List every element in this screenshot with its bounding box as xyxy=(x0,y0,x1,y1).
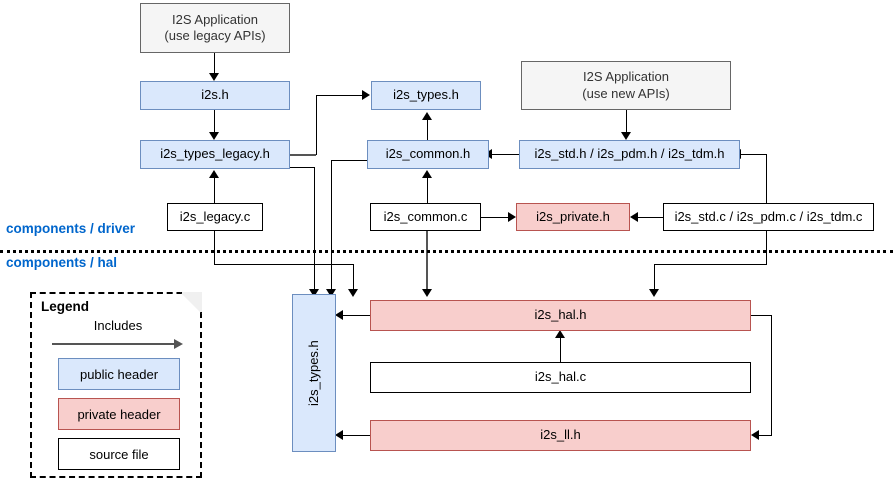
legend-private-header-swatch: private header xyxy=(58,398,180,430)
arrowhead-halh-haltypes xyxy=(335,310,343,320)
node-i2s-common-c[interactable]: i2s_common.c xyxy=(370,203,481,231)
edge-commonh-left-stub xyxy=(331,160,367,161)
node-i2s-std-pdm-tdm-h[interactable]: i2s_std.h / i2s_pdm.h / i2s_tdm.h xyxy=(519,140,740,169)
node-i2s-h[interactable]: i2s.h xyxy=(140,81,290,110)
edge-typeslegacy-downriser xyxy=(314,167,315,293)
legend-fold-corner-icon xyxy=(180,292,202,314)
edge-llh-haltypes xyxy=(342,435,371,436)
edge-commonc-commonh xyxy=(427,175,428,203)
arrowhead-typeslegacy-types xyxy=(362,90,370,100)
node-i2s-std-pdm-tdm-c[interactable]: i2s_std.c / i2s_pdm.c / i2s_tdm.c xyxy=(663,203,874,231)
zone-divider xyxy=(0,250,893,253)
arrowhead-i2sh-typeslegacy xyxy=(209,132,219,140)
arrowhead-common-types xyxy=(422,112,432,120)
arrowhead-commonh-haltypes xyxy=(326,289,336,297)
edge-stdc-private xyxy=(636,217,664,218)
edge-common-types xyxy=(427,117,428,143)
edge-stdh-commonh xyxy=(489,154,519,155)
arrowhead-typeslegacy-haltypes xyxy=(309,289,319,297)
legend-title: Legend xyxy=(41,299,90,314)
legend-includes-arrow-icon xyxy=(52,343,176,345)
edge-llh-right-stub xyxy=(758,435,772,436)
edge-legacyc-right xyxy=(214,264,353,265)
node-app-legacy[interactable]: I2S Application (use legacy APIs) xyxy=(140,3,290,53)
edge-commonc-to-hal xyxy=(426,231,428,293)
node-i2s-legacy-c[interactable]: i2s_legacy.c xyxy=(167,203,263,231)
edge-i2sh-typeslegacy xyxy=(214,110,215,135)
edge-legacyc-down xyxy=(214,231,215,264)
node-i2s-ll-h[interactable]: i2s_ll.h xyxy=(370,420,751,451)
node-app-new[interactable]: I2S Application (use new APIs) xyxy=(521,61,731,110)
arrowhead-llh-haltypes xyxy=(335,430,343,440)
edge-typeslegacy-lower-stub xyxy=(290,167,314,168)
edge-stdc-riser xyxy=(766,154,767,203)
legend: Legend Includes public header private he… xyxy=(30,292,202,478)
arrowhead-commonc-commonh xyxy=(422,170,432,178)
node-i2s-types-h[interactable]: i2s_types.h xyxy=(371,81,481,110)
zone-label-driver: components / driver xyxy=(6,221,136,236)
arrowhead-commonc-hal xyxy=(422,289,432,297)
edge-stdc-to-stdh xyxy=(740,154,767,155)
edge-typeslegacy-to-types xyxy=(316,95,366,96)
legend-source-file-swatch: source file xyxy=(58,438,180,470)
node-i2s-types-legacy-h[interactable]: i2s_types_legacy.h xyxy=(140,140,290,169)
legend-includes-label: Includes xyxy=(93,318,143,333)
arrowhead-legacyc-hal xyxy=(348,289,358,297)
edge-appnew-stdh xyxy=(626,110,627,135)
edge-typeslegacy-riser xyxy=(316,95,317,155)
edge-halh-to-llh xyxy=(771,315,772,435)
node-i2s-hal-h[interactable]: i2s_hal.h xyxy=(370,300,751,331)
arrowhead-halh-llh xyxy=(751,430,759,440)
edge-halc-halh xyxy=(560,335,561,363)
arrowhead-appnew-stdh xyxy=(621,132,631,140)
zone-label-hal: components / hal xyxy=(6,255,118,270)
legend-public-header-swatch: public header xyxy=(58,358,180,390)
node-i2s-common-h[interactable]: i2s_common.h xyxy=(367,140,489,169)
edge-stdc-left xyxy=(654,264,767,265)
legend-includes-arrowhead-icon xyxy=(174,339,183,349)
edge-halh-haltypes xyxy=(342,315,371,316)
node-i2s-private-h[interactable]: i2s_private.h xyxy=(516,203,630,231)
edge-commonh-downriser xyxy=(331,160,332,293)
arrowhead-stdc-hal xyxy=(649,289,659,297)
edge-stdc-down xyxy=(766,231,767,264)
arrowhead-commonc-private xyxy=(508,212,516,222)
edge-typeslegacy-right-stub xyxy=(290,154,316,156)
node-i2s-hal-c[interactable]: i2s_hal.c xyxy=(370,362,751,393)
edge-commonc-private xyxy=(481,217,512,218)
edge-legacyc-typeslegacy xyxy=(214,175,215,203)
arrowhead-halc-halh xyxy=(555,330,565,338)
arrowhead-stdc-private xyxy=(630,212,638,222)
arrowhead-applegacy-i2sh xyxy=(209,73,219,81)
edge-stdc-to-hal xyxy=(654,264,655,293)
edge-applegacy-i2sh xyxy=(214,53,215,75)
node-i2s-types-h-hal[interactable]: i2s_types.h xyxy=(292,294,336,452)
edge-legacyc-to-hal xyxy=(353,264,354,293)
arrowhead-legacyc-typeslegacy xyxy=(209,170,219,178)
edge-halh-right-stub xyxy=(750,315,772,316)
